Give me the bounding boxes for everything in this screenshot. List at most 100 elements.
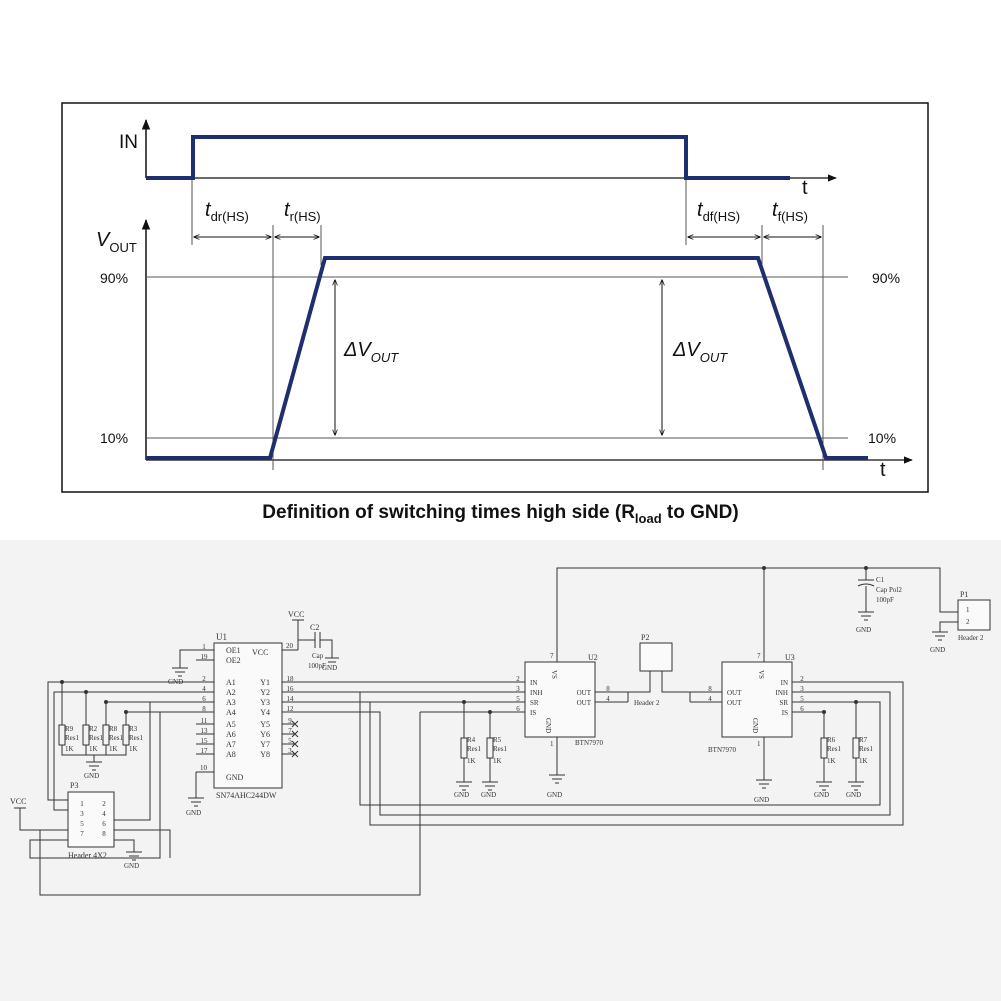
- t-r-label: tr(HS): [284, 199, 321, 224]
- resistor-ref: R9: [65, 725, 74, 733]
- u2-pin-num: 3: [516, 685, 520, 693]
- r7-ref: R7: [859, 736, 868, 744]
- u3-pin-num: 3: [800, 685, 804, 693]
- u2-pin-vs: 7: [550, 652, 554, 660]
- t-dr-label: tdr(HS): [205, 199, 249, 224]
- u1-pin-name: OE1: [226, 646, 241, 655]
- r4-value: 1K: [467, 757, 476, 765]
- u1-pin-name: A2: [226, 688, 236, 697]
- u3-pin-name: SR: [779, 699, 788, 707]
- p3-part: Header 4X2: [68, 851, 107, 860]
- c2-value2: 100pF: [308, 662, 326, 670]
- circuit-schematic: U1 VCC GND SN74AHC244DW 20 10 1OE119OE22…: [10, 566, 991, 896]
- u1-body: [213, 642, 283, 789]
- u3-pin-name: IS: [782, 709, 788, 717]
- u3-vs: VS: [757, 670, 765, 679]
- u2-pin-num: 5: [516, 695, 520, 703]
- u2-vs: VS: [550, 670, 558, 679]
- resistor-value: 1K: [109, 745, 118, 753]
- in-t-label: t: [802, 177, 808, 199]
- u1-pin-vcc: 20: [286, 642, 294, 650]
- u1-pin-num: 18: [287, 675, 295, 683]
- u3-pin-num: 8: [708, 685, 712, 693]
- p3-pin-left: 7: [80, 830, 84, 838]
- u1-pin-num: 11: [201, 717, 208, 725]
- u1-pin-num: 16: [287, 685, 295, 693]
- u2-part: BTN7970: [575, 739, 604, 747]
- p3-pin-right: 4: [102, 810, 106, 818]
- u1-pin-name: Y5: [260, 720, 270, 729]
- u2-pin-num: 4: [606, 695, 610, 703]
- u1-vcc: VCC: [252, 648, 268, 657]
- p3-pin-right: 6: [102, 820, 106, 828]
- p1-body: [957, 599, 991, 631]
- resistor-value: 1K: [65, 745, 74, 753]
- u1-pin-name: A5: [226, 720, 236, 729]
- p3-ref: P3: [70, 781, 78, 790]
- vout-label: VOUT: [96, 229, 137, 255]
- vcc-left: VCC: [10, 797, 26, 806]
- p3-pin-left: 3: [80, 810, 84, 818]
- gnd-p1: GND: [930, 646, 945, 654]
- u3-pin-num: 4: [708, 695, 712, 703]
- u3-pin-name: IN: [781, 679, 788, 687]
- gnd-r7: GND: [846, 791, 861, 799]
- u1-pin-num: 12: [287, 705, 295, 713]
- u1-pin-num: 4: [202, 685, 206, 693]
- r7-value: 1K: [859, 757, 868, 765]
- p2-ref: P2: [641, 633, 649, 642]
- gnd-r6: GND: [814, 791, 829, 799]
- level-10-right-label: 10%: [868, 430, 896, 446]
- u3-pin-gnd: 1: [757, 740, 761, 748]
- gnd-c2: GND: [322, 664, 337, 672]
- resistor-value: 1K: [129, 745, 138, 753]
- u1-pin-name: Y4: [260, 708, 270, 717]
- r5-type: Res1: [493, 745, 508, 753]
- u1-part: SN74AHC244DW: [216, 791, 277, 800]
- in-waveform: [146, 135, 790, 180]
- u2-gnd: GND: [544, 718, 552, 733]
- c2-value: Cap: [312, 652, 324, 660]
- r6-value: 1K: [827, 757, 836, 765]
- r7-type: Res1: [859, 745, 874, 753]
- c1-value2: 100pF: [876, 596, 894, 604]
- u1-pin-gnd: 10: [200, 764, 208, 772]
- resistor-type: Res1: [129, 734, 144, 742]
- p1-part: Header 2: [958, 634, 984, 642]
- gnd-r5: GND: [481, 791, 496, 799]
- u3-pin-name: OUT: [727, 689, 742, 697]
- r5-value: 1K: [493, 757, 502, 765]
- u2-pin-gnd: 1: [550, 740, 554, 748]
- u1-pin-num: 5: [288, 737, 292, 745]
- gnd-res-left: GND: [84, 772, 99, 780]
- p3-pin-left: 1: [80, 800, 84, 808]
- gnd-u1: GND: [186, 809, 201, 817]
- u2-pin-name: OUT: [577, 689, 592, 697]
- vcc-top: VCC: [288, 610, 304, 619]
- u2-pin-num: 6: [516, 705, 520, 713]
- p2-part: Header 2: [634, 699, 660, 707]
- c1-ref: C1: [876, 576, 885, 584]
- resistor-type: Res1: [65, 734, 80, 742]
- figure-caption: Definition of switching times high side …: [262, 502, 739, 526]
- u1-gnd: GND: [226, 773, 244, 782]
- r6-ref: R6: [827, 736, 836, 744]
- u3-pin-name: INH: [776, 689, 788, 697]
- u1-pin-name: Y8: [260, 750, 270, 759]
- gnd-u3: GND: [754, 796, 769, 804]
- gnd-c1: GND: [856, 626, 871, 634]
- u1-pin-num: 7: [288, 727, 292, 735]
- u2-pin-num: 2: [516, 675, 520, 683]
- u3-pin-num: 2: [800, 675, 804, 683]
- u3-pin-name: OUT: [727, 699, 742, 707]
- in-label: IN: [119, 132, 138, 153]
- u1-pin-num: 2: [202, 675, 206, 683]
- u1-pin-num: 1: [202, 643, 206, 651]
- u1-pin-name: A6: [226, 730, 236, 739]
- u2-pin-name: OUT: [577, 699, 592, 707]
- level-10-left-label: 10%: [100, 430, 128, 446]
